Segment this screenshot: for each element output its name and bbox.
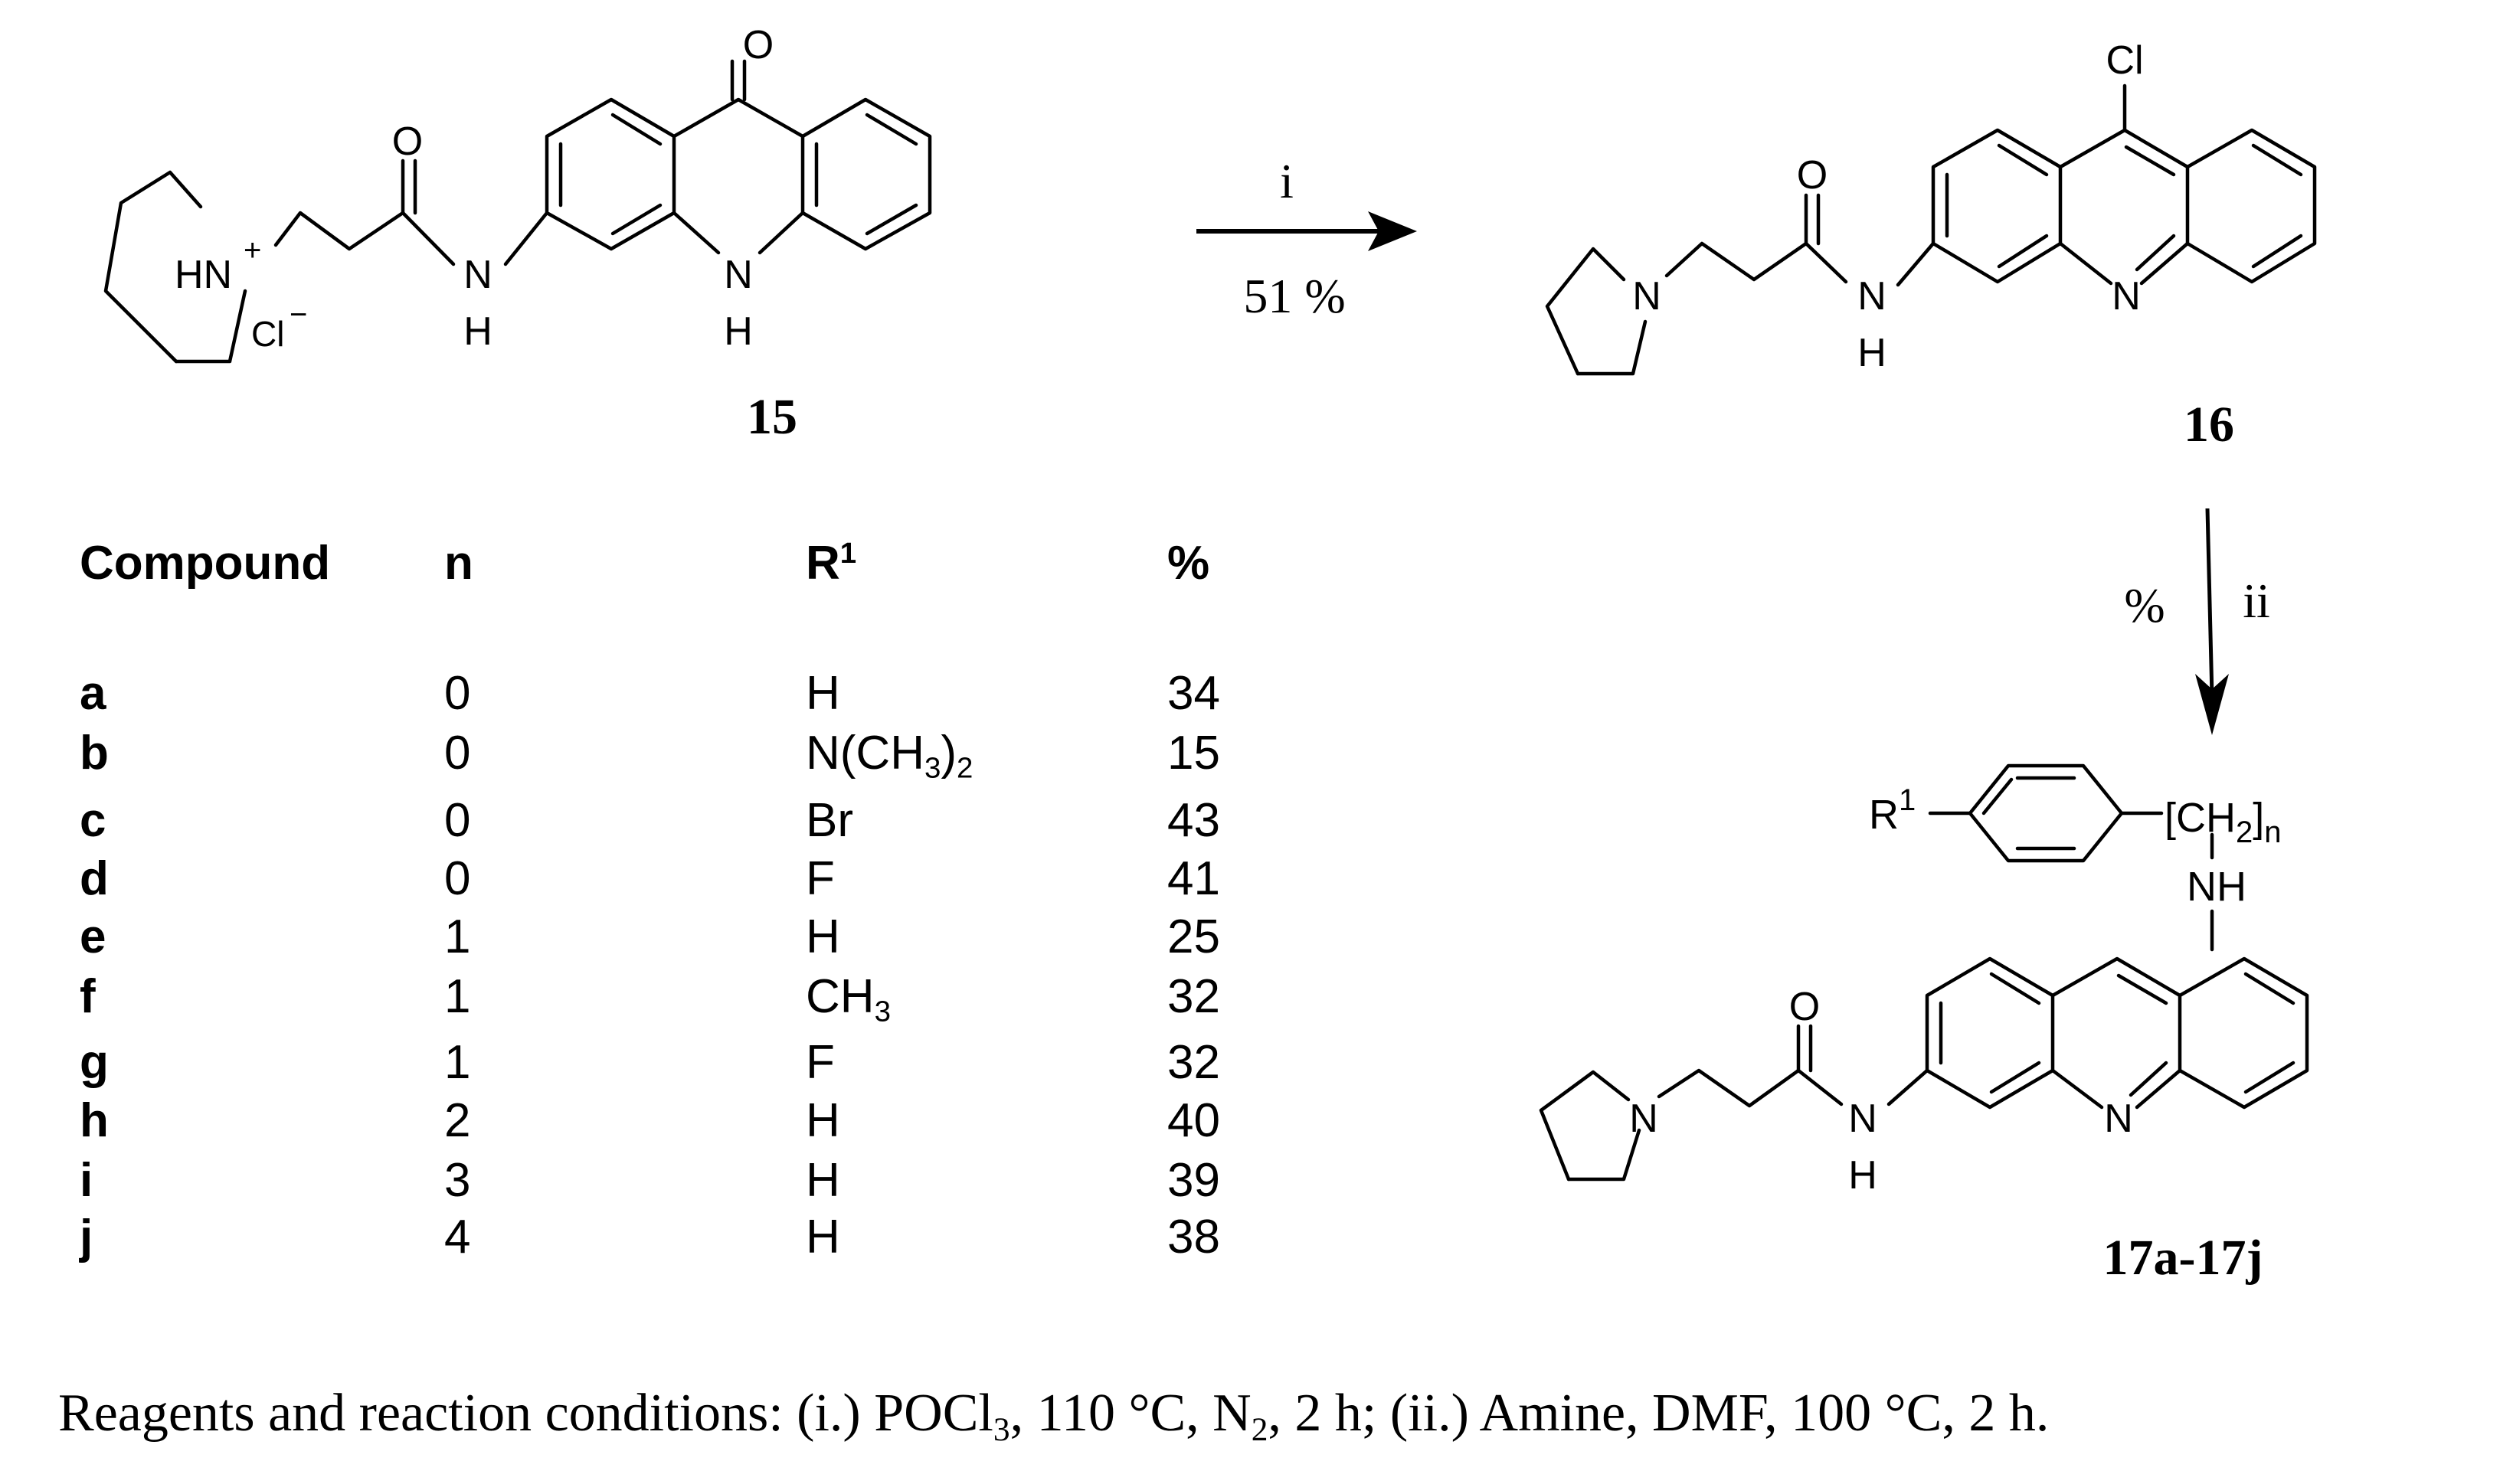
- n-value: 3: [444, 1154, 471, 1207]
- positive-charge-label: +: [244, 234, 261, 267]
- compound-id: b: [80, 727, 109, 780]
- yield-value: 25: [1167, 910, 1220, 963]
- header-compound: Compound: [80, 537, 331, 590]
- r1-value: H: [806, 667, 840, 720]
- carbonyl-oxygen-label: O: [743, 23, 774, 67]
- amide-nitrogen-label: N: [1857, 274, 1886, 319]
- acridine-nitrogen-label: N: [2104, 1097, 2133, 1141]
- r1-value: H: [806, 910, 840, 963]
- amide-oxygen-label: O: [1789, 985, 1820, 1029]
- header-yield: %: [1167, 537, 1210, 590]
- yield-value: 41: [1167, 852, 1220, 905]
- compound-id: c: [80, 794, 106, 847]
- step-i-label: i: [1280, 154, 1294, 208]
- r1-value: H: [806, 1094, 840, 1147]
- amide-hydrogen-label: H: [463, 309, 492, 354]
- compound-17-structure: R1 [CH2]n NH O N H N N 17a-17j: [1539, 763, 2309, 1286]
- compound-16-label: 16: [2184, 397, 2234, 453]
- yield-value: 39: [1167, 1154, 1220, 1207]
- r1-value: F: [806, 852, 835, 905]
- compound-id: f: [80, 970, 96, 1023]
- r1-value: Br: [806, 794, 853, 847]
- amine-nh-label: NH: [2187, 864, 2246, 910]
- r-group-label: R1: [1869, 783, 1916, 838]
- compound-15-label: 15: [747, 389, 797, 445]
- yield-value: 38: [1167, 1211, 1220, 1263]
- amide-nitrogen-label: N: [463, 253, 492, 297]
- n-value: 4: [444, 1211, 471, 1263]
- amide-hydrogen-label: H: [1857, 331, 1886, 375]
- n-value: 0: [444, 852, 471, 905]
- compound-id: g: [80, 1036, 109, 1089]
- n-value: 1: [444, 910, 471, 963]
- compound-id: d: [80, 852, 109, 905]
- n-value: 0: [444, 727, 471, 780]
- r1-value: H: [806, 1154, 840, 1207]
- amide-oxygen-label: O: [392, 119, 423, 164]
- compound-id: a: [80, 667, 106, 720]
- r1-value: CH3: [806, 970, 891, 1028]
- compound-id: i: [80, 1154, 93, 1207]
- yield-value: 34: [1167, 667, 1220, 720]
- n-value: 0: [444, 794, 471, 847]
- yield-value: 40: [1167, 1094, 1220, 1147]
- step-ii-yield: %: [2124, 578, 2165, 632]
- n-value: 2: [444, 1094, 471, 1147]
- step-i-yield: 51 %: [1243, 269, 1345, 323]
- header-r1: R1: [806, 536, 857, 590]
- acridine-nitrogen-label: N: [2112, 274, 2141, 319]
- reaction-conditions-caption: Reagents and reaction conditions: (i.) P…: [58, 1384, 2050, 1449]
- r1-value: N(CH3)2: [806, 727, 973, 785]
- compound-id: e: [80, 910, 106, 963]
- compound-id: h: [80, 1094, 109, 1147]
- reaction-arrow-i: i 51 %: [1196, 154, 1417, 323]
- step-ii-label: ii: [2243, 574, 2270, 628]
- amide-nitrogen-label: N: [1848, 1097, 1877, 1141]
- yield-value: 32: [1167, 1036, 1220, 1089]
- n-value: 1: [444, 970, 471, 1023]
- chloride-counterion-label: Cl: [251, 314, 284, 354]
- chloro-label: Cl: [2106, 38, 2143, 83]
- r1-value: F: [806, 1036, 835, 1089]
- methylene-linker-label: [CH2]n: [2165, 795, 2282, 849]
- yield-value: 32: [1167, 970, 1220, 1023]
- n-value: 1: [444, 1036, 471, 1089]
- compound-17-label: 17a-17j: [2103, 1230, 2263, 1286]
- compound-16-structure: Cl O N H N N 16: [1545, 38, 2317, 453]
- amide-oxygen-label: O: [1797, 153, 1828, 198]
- acridone-hydrogen-label: H: [724, 309, 753, 354]
- yield-value: 43: [1167, 794, 1220, 847]
- pyrrolidine-nitrogen-label: N: [1629, 1097, 1658, 1141]
- r1-value: H: [806, 1211, 840, 1263]
- pyrrolidinium-nh-label: HN: [175, 253, 232, 297]
- negative-charge-label: −: [290, 298, 307, 332]
- n-value: 0: [444, 667, 471, 720]
- compound-id: j: [80, 1211, 93, 1263]
- pyrrolidine-nitrogen-label: N: [1632, 274, 1661, 319]
- reaction-arrow-ii: % ii: [2124, 508, 2270, 735]
- header-n: n: [444, 537, 473, 590]
- amide-hydrogen-label: H: [1848, 1153, 1877, 1198]
- compound-15-structure: O O N H N H HN + Cl − 15: [103, 23, 932, 445]
- acridone-nitrogen-label: N: [724, 253, 753, 297]
- yield-value: 15: [1167, 727, 1220, 780]
